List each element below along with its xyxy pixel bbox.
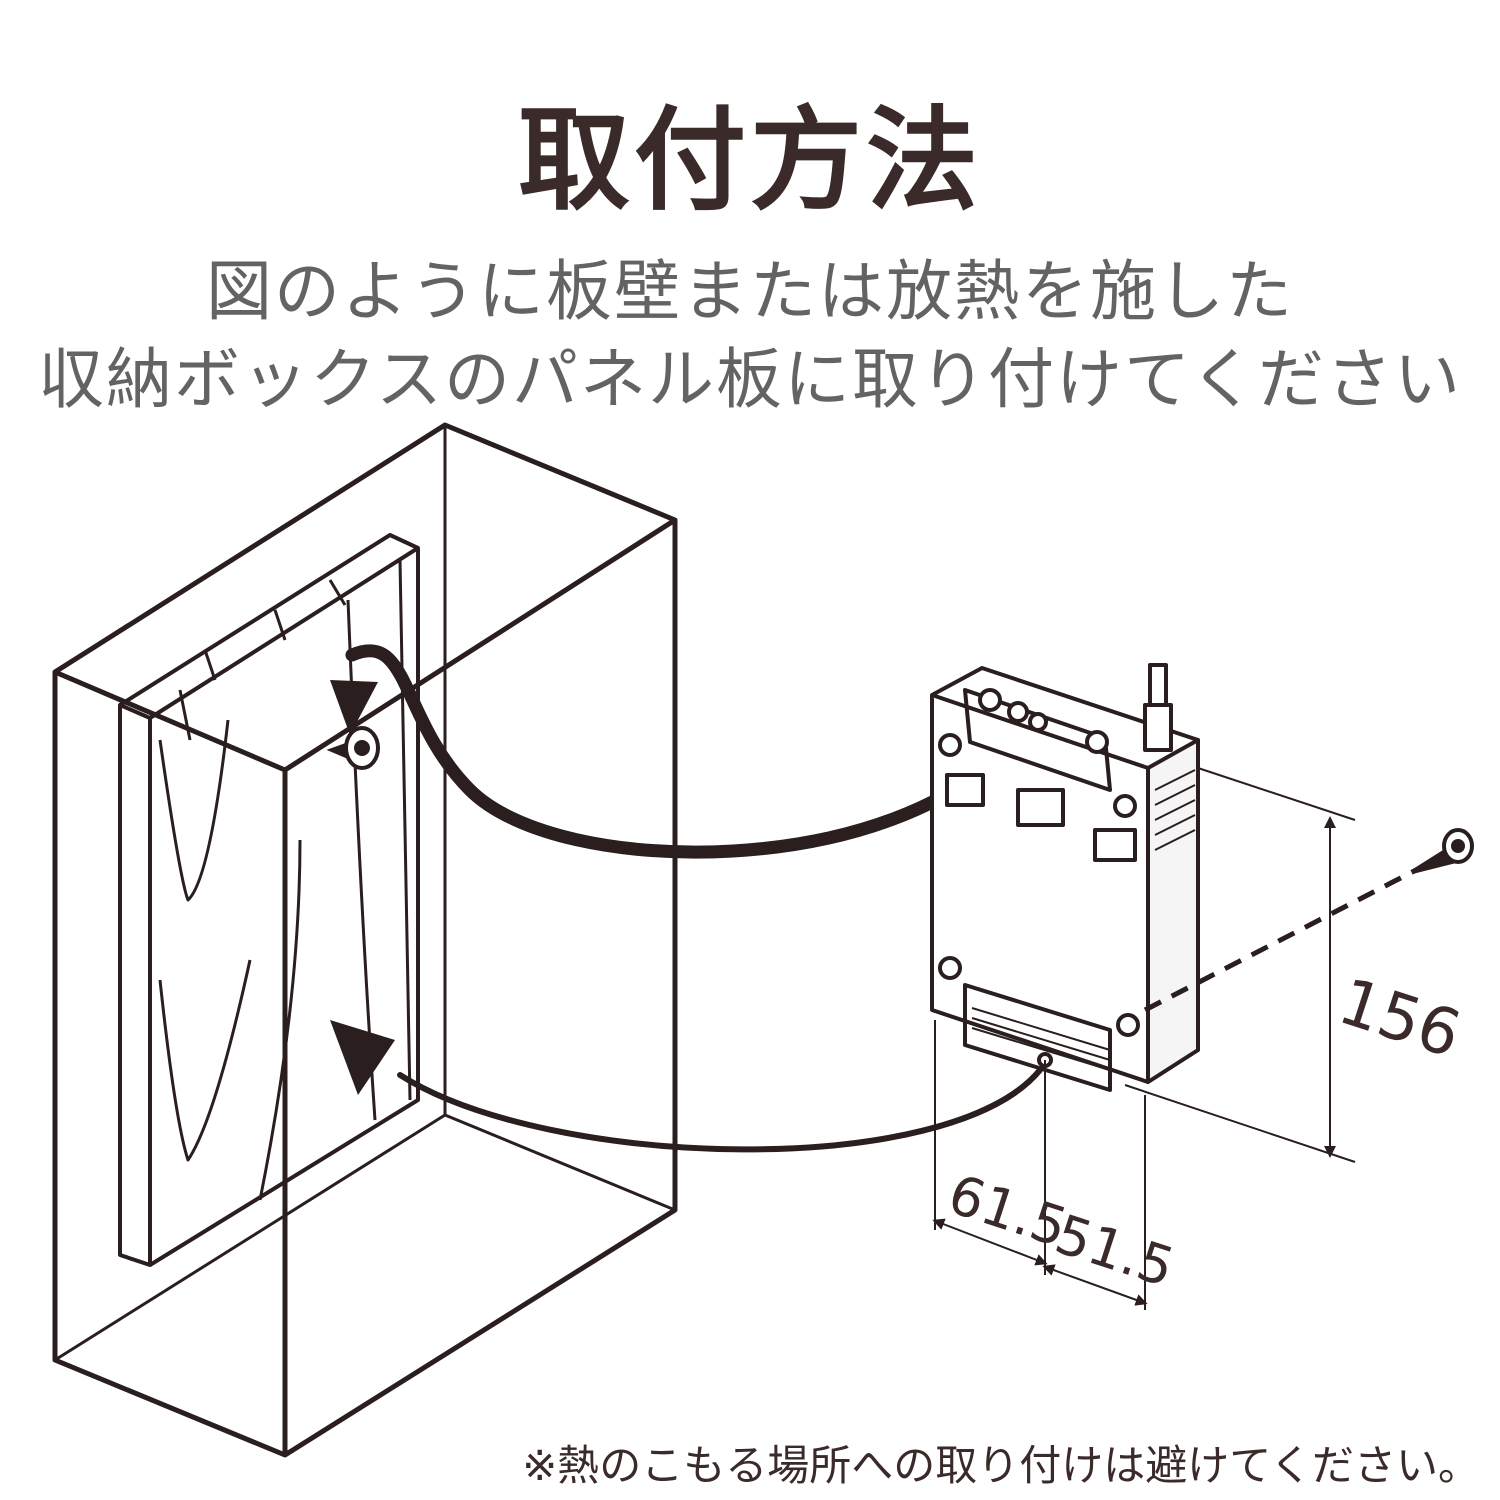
- panel-board: [118, 533, 420, 1267]
- device-side-face: [1146, 738, 1200, 1084]
- mount-arrow-upper: [345, 644, 1022, 859]
- dimension-height: [1124, 767, 1356, 1163]
- mount-arrow-lower: [397, 1067, 1043, 1153]
- wall-screw-icon: [1410, 828, 1474, 874]
- instruction-line-1: 図のように板壁または放熱を施した: [206, 253, 1294, 330]
- dimension-right-label: 51.5: [1048, 1202, 1182, 1299]
- device-unit: [930, 663, 1200, 1092]
- caution-note: ※熱のこもる場所への取り付けは避けてください。: [522, 1441, 1480, 1490]
- vent-grille: [971, 769, 1196, 1071]
- mounting-bracket-top: [963, 688, 1112, 792]
- mount-arrow-upper-head: [330, 680, 378, 735]
- dimension-height-label: 156: [1330, 965, 1469, 1073]
- page-title: 取付方法: [518, 96, 982, 226]
- instruction-line-2: 収納ボックスのパネル板に取り付けてください: [37, 341, 1463, 418]
- panel-screw-icon: [326, 726, 380, 770]
- mounting-bracket-bottom: [963, 983, 1112, 1092]
- screw-path-dashed: [1143, 865, 1422, 1013]
- dimension-width: [932, 1020, 1148, 1310]
- mount-arrow-lower-head: [330, 1020, 395, 1095]
